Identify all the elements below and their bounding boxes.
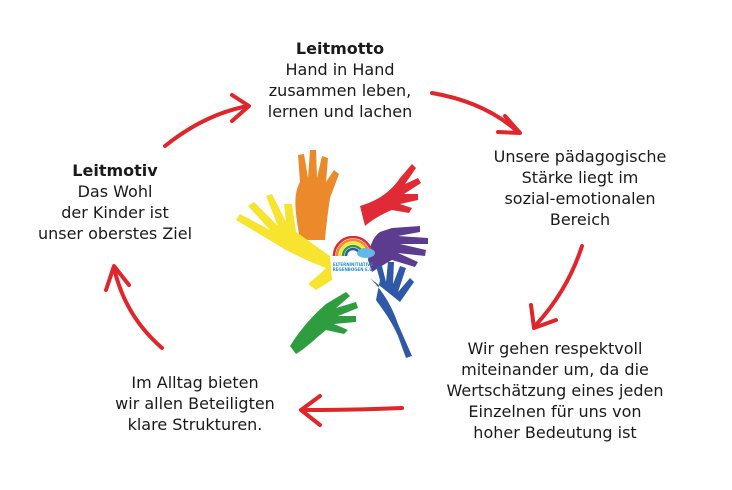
hand-icon [370, 262, 414, 358]
hand-icon [360, 164, 421, 226]
leitmotto-line: lernen und lachen [267, 102, 413, 121]
rainbow-cloud-logo-icon [332, 235, 375, 258]
leitmotto-line: zusammen leben, [268, 81, 412, 100]
arrow-motiv-to-motto-head [230, 93, 251, 123]
leitmotiv-heading: Leitmotiv [72, 161, 158, 180]
staerke-line: Unsere pädagogische [493, 147, 667, 166]
leitmotiv-line: Das Wohl [77, 182, 153, 201]
arrow-staerke-to-respekt-head [529, 303, 558, 330]
staerke-line: sozial-emotionalen [504, 189, 656, 208]
logo-text-line: ELTERNINITIATIVE [333, 262, 373, 267]
arrow-alltag-to-motiv-head [104, 264, 131, 292]
hand-icon [295, 150, 339, 240]
arrow-staerke-to-respekt [533, 244, 584, 328]
respekt-block: Wir gehen respektvoll miteinander um, da… [410, 338, 700, 443]
arrow-alltag-to-motiv [112, 266, 164, 350]
arrow-respekt-to-alltag [299, 406, 404, 412]
alltag-block: Im Alltag bieten wir allen Beteiligten k… [90, 372, 300, 435]
hand-icon [290, 292, 358, 354]
leitmotto-heading: Leitmotto [295, 39, 385, 58]
respekt-line: Wertschätzung eines jeden [446, 381, 664, 400]
staerke-line: Bereich [549, 210, 611, 229]
hand-icon [236, 194, 332, 290]
respekt-line: hoher Bedeutung ist [473, 423, 637, 442]
alltag-line: Im Alltag bieten [131, 373, 259, 392]
alltag-line: klare Strukturen. [127, 415, 263, 434]
logo-text-line: REGENBOGEN E.V. [332, 267, 374, 272]
leitmotto-line: Hand in Hand [285, 60, 395, 79]
logo: ELTERNINITIATIVE REGENBOGEN E.V. [330, 235, 376, 272]
arrow-motto-to-staerke-head [496, 114, 522, 135]
leitmotiv-block: Leitmotiv Das Wohl der Kinder ist unser … [20, 160, 210, 244]
staerke-line: Stärke liegt im [521, 168, 639, 187]
hand-icon [368, 226, 428, 272]
respekt-line: Wir gehen respektvoll [467, 339, 643, 358]
arrow-respekt-to-alltag-head [299, 394, 322, 427]
staerke-block: Unsere pädagogische Stärke liegt im sozi… [460, 146, 700, 230]
arrow-motto-to-staerke [430, 91, 520, 134]
leitmotiv-line: unser oberstes Ziel [37, 224, 193, 243]
alltag-line: wir allen Beteiligten [115, 394, 275, 413]
respekt-line: miteinander um, da die [461, 360, 649, 379]
arrow-motiv-to-motto [163, 104, 250, 148]
respekt-line: Einzelnen für uns von [468, 402, 642, 421]
leitmotto-block: Leitmotto Hand in Hand zusammen leben, l… [250, 38, 430, 122]
leitmotiv-line: der Kinder ist [61, 203, 169, 222]
